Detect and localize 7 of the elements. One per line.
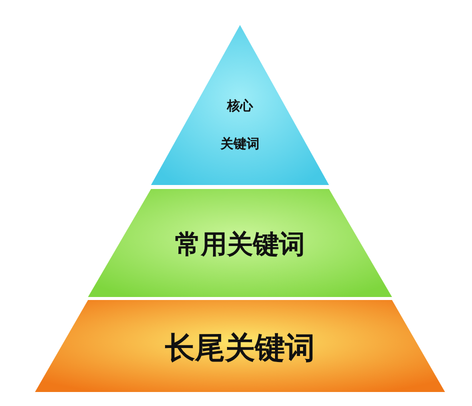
tier-label: 长尾关键词 (164, 330, 316, 368)
pyramid-bottom-tier (35, 300, 445, 392)
pyramid-middle-tier (88, 189, 392, 297)
tier-label: 关键词 (219, 136, 260, 153)
tier-label: 常用关键词 (174, 229, 306, 262)
tier-label: 核心 (226, 98, 254, 115)
pyramid-top-tier (151, 25, 329, 185)
